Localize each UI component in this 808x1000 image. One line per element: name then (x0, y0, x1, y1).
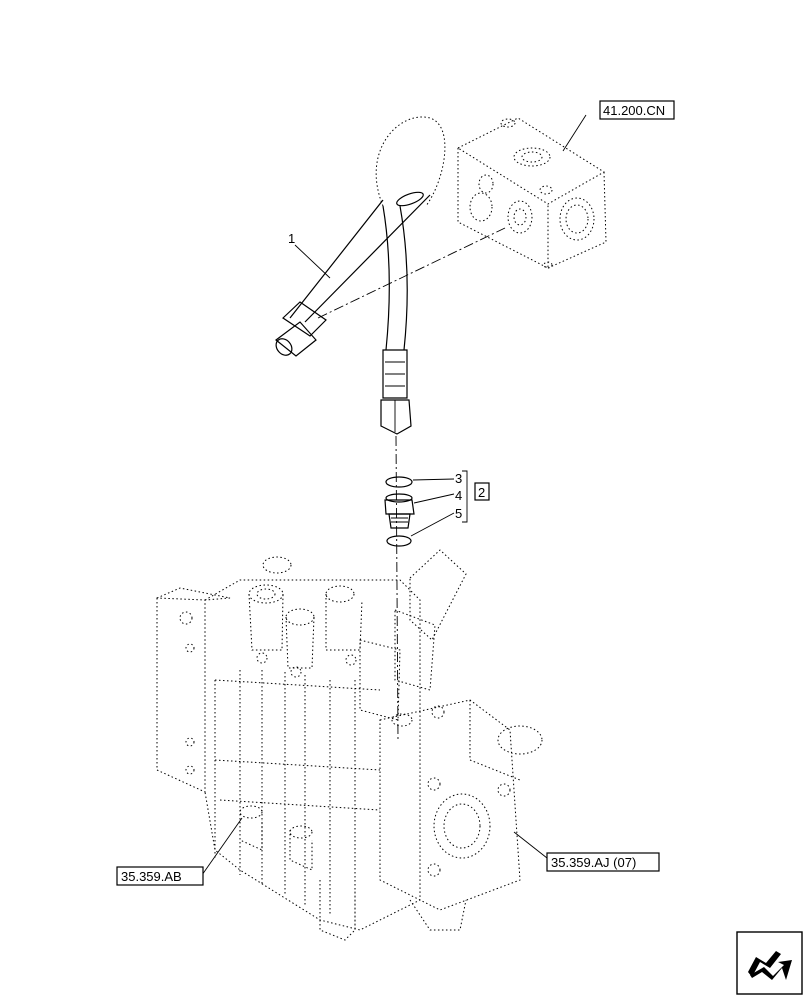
callout-5: 5 (455, 506, 462, 521)
callout-2-box: 2 (474, 482, 490, 501)
seal-ring-item-3 (385, 476, 413, 488)
leader-lines (201, 114, 587, 876)
pipe-item-1 (275, 116, 446, 435)
ref-35-359-aj[interactable]: 35.359.AJ (07) (546, 852, 660, 872)
callout-3: 3 (455, 471, 462, 486)
seal-ring-item-5 (386, 535, 412, 547)
adapter-item-4 (384, 493, 415, 529)
ref-35-359-aj-label: 35.359.AJ (07) (551, 855, 636, 870)
ref-41-200-cn-label: 41.200.CN (603, 103, 665, 118)
control-valve-assembly (156, 549, 543, 941)
hydraulic-block (456, 117, 607, 269)
group-bracket (462, 470, 468, 523)
centerline-vertical (395, 435, 399, 741)
callout-2: 2 (478, 485, 485, 500)
ref-41-200-cn[interactable]: 41.200.CN (599, 100, 675, 120)
callout-1: 1 (288, 231, 295, 246)
ref-35-359-ab-label: 35.359.AB (121, 869, 182, 884)
next-page-arrow-icon[interactable] (736, 931, 803, 995)
centerline-pipe-block (317, 227, 506, 319)
callout-4: 4 (455, 488, 462, 503)
ref-35-359-ab[interactable]: 35.359.AB (116, 866, 204, 886)
